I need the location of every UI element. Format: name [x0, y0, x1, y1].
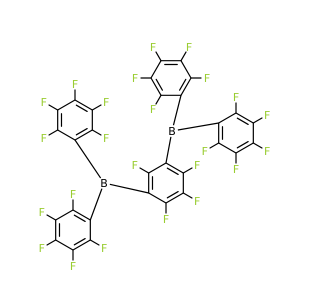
ring-bond-center [165, 162, 184, 174]
ring-bond-bottom [55, 239, 74, 251]
ring-bond-left [74, 129, 93, 141]
boron-label-backing [166, 125, 178, 137]
fluorine-bond [182, 192, 193, 199]
ring-bond-right [235, 112, 254, 124]
fluorine-atom-label: F [194, 195, 200, 208]
fluorine-atom-label: F [150, 103, 156, 116]
fluorine-bond [252, 117, 263, 124]
bond-layer [46, 51, 263, 261]
ring-double-bond-top [178, 78, 187, 91]
ring-double-bond-bottom [73, 237, 86, 246]
fluorine-atom-label: F [103, 132, 109, 145]
ring-bond-top [150, 77, 162, 96]
ring-bond-top [180, 60, 192, 79]
ring-bond-bottom [72, 209, 91, 221]
ring-double-bond-right [236, 117, 249, 126]
ring-bond-left [74, 99, 93, 111]
fluorine-atom-label: F [41, 96, 47, 109]
fluorine-bond [252, 142, 263, 149]
fluorine-atom-label: F [264, 145, 270, 158]
ring-double-bond-left [75, 104, 88, 113]
fluorine-atom-label: F [70, 188, 76, 201]
fluorine-bond [48, 129, 59, 136]
ring-bond-left [57, 99, 76, 111]
fluorine-atom-label: F [233, 163, 239, 176]
ring-double-bond-left [75, 127, 88, 136]
fluorine-bond [209, 142, 220, 149]
fluorine-atom-label: F [39, 242, 45, 255]
boron-ring-bond [172, 94, 182, 126]
fluorine-bond [46, 214, 57, 221]
fluorine-bond [139, 167, 150, 174]
fluorine-bond [91, 129, 102, 136]
fluorine-bond [48, 104, 59, 111]
fluorine-bond [180, 51, 187, 62]
fluorine-atom-label: F [186, 41, 192, 54]
ring-double-bond-top [155, 78, 164, 91]
fluorine-bond [89, 239, 100, 246]
fluorine-atom-label: F [194, 159, 200, 172]
fluorine-bond [46, 239, 57, 246]
boron-atom-label: B [100, 177, 108, 190]
fluorine-atom-label: F [103, 96, 109, 109]
ring-double-bond-right [236, 140, 249, 149]
fluorine-bond [155, 51, 162, 62]
fluorine-atom-label: F [204, 72, 210, 85]
boron-ring-bond [165, 136, 172, 164]
ring-bond-bottom [55, 209, 74, 221]
fluorine-bond [91, 104, 102, 111]
fluorine-atom-label: F [264, 109, 270, 122]
fluorine-atom-label: F [132, 159, 138, 172]
boron-ring-bond [177, 122, 220, 131]
fluorine-atom-label: F [132, 72, 138, 85]
fluorine-atom-label: F [163, 213, 169, 226]
ring-bond-left [57, 129, 76, 141]
ring-bond-top [150, 60, 162, 79]
ring-double-bond-bottom [73, 214, 86, 223]
fluorine-atom-label: F [39, 206, 45, 219]
fluorine-atom-label: F [202, 145, 208, 158]
ring-bond-right [218, 142, 237, 154]
boron-atom-label: B [168, 125, 176, 138]
fluorine-atom-label: F [72, 78, 78, 91]
boron-label-backing [98, 177, 110, 189]
fluorine-atom-label: F [150, 41, 156, 54]
ring-double-bond-center [166, 190, 179, 199]
boron-ring-bond [109, 183, 150, 194]
ring-bond-center [148, 162, 167, 174]
boron-ring-bond [74, 139, 102, 179]
ring-bond-right [235, 142, 254, 154]
ring-bond-center [148, 192, 167, 204]
fluorine-bond [155, 94, 162, 105]
ring-bond-right [218, 112, 237, 124]
fluorine-bond [182, 167, 193, 174]
fluorine-atom-label: F [233, 91, 239, 104]
ring-double-bond-center [166, 167, 179, 176]
fluorine-atom-label: F [101, 242, 107, 255]
ring-bond-center [165, 192, 184, 204]
boron-ring-bond [89, 188, 103, 221]
fluorine-atom-label: F [41, 132, 47, 145]
ring-bond-bottom [72, 239, 91, 251]
fluorine-atom-label: F [70, 260, 76, 273]
ring-bond-top [180, 77, 192, 96]
